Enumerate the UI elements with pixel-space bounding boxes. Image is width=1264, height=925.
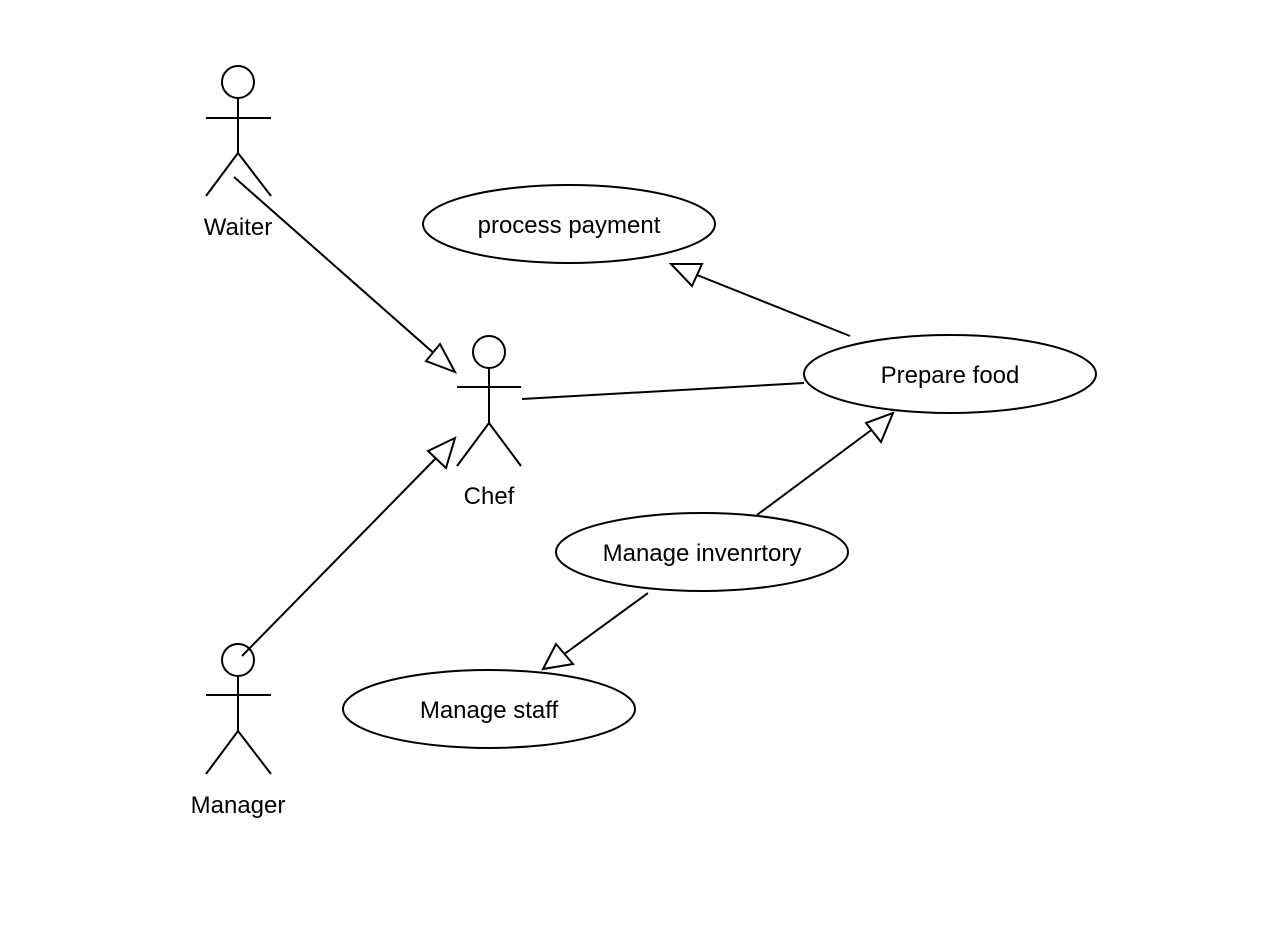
relation-manager-chef-line [241, 454, 440, 657]
actor-waiter-label: Waiter [204, 214, 272, 241]
relation-waiter-chef[interactable] [233, 176, 458, 374]
relation-manage-inventory-manage-staff-arrowhead [541, 642, 575, 671]
usecase-manage-inventory-ellipse [555, 512, 849, 592]
relation-manage-inventory-manage-staff[interactable] [541, 592, 649, 671]
actor-chef-head [472, 335, 506, 369]
relation-manage-inventory-prepare-food-arrowhead [864, 411, 895, 444]
relation-manager-chef[interactable] [241, 436, 457, 657]
relation-manage-inventory-prepare-food-line [756, 427, 875, 516]
actor-waiter-left-leg [205, 152, 239, 197]
relation-prepare-food-process-payment-arrowhead [668, 263, 704, 288]
usecase-prepare-food[interactable]: Prepare food [803, 334, 1097, 414]
relation-chef-prepare-food-line [521, 382, 805, 400]
actor-chef-right-leg [488, 422, 522, 467]
usecase-process-payment[interactable]: process payment [422, 184, 716, 264]
usecase-prepare-food-label: Prepare food [881, 362, 1020, 389]
actor-manager[interactable]: Manager [191, 643, 286, 819]
relation-manage-inventory-manage-staff-line [562, 592, 649, 656]
actor-waiter-head [221, 65, 255, 99]
relation-prepare-food-process-payment-line [691, 272, 851, 337]
usecase-process-payment-ellipse [422, 184, 716, 264]
usecase-process-payment-label: process payment [478, 212, 661, 239]
usecase-manage-staff-ellipse [342, 669, 636, 749]
actor-manager-left-leg [205, 730, 239, 775]
relation-manager-chef-arrowhead [426, 436, 457, 470]
actor-chef[interactable]: Chef [456, 335, 522, 510]
actor-waiter[interactable]: Waiter [204, 65, 272, 241]
usecase-prepare-food-ellipse [803, 334, 1097, 414]
relation-prepare-food-process-payment[interactable] [668, 263, 851, 337]
actor-chef-label: Chef [464, 483, 515, 510]
relation-chef-prepare-food[interactable] [521, 382, 805, 400]
actor-manager-right-leg [237, 730, 272, 775]
usecase-manage-staff[interactable]: Manage staff [342, 669, 636, 749]
usecase-manage-inventory-label: Manage invenrtory [603, 540, 802, 567]
relation-waiter-chef-line [233, 176, 438, 357]
relation-waiter-chef-arrowhead [424, 342, 458, 374]
actor-manager-label: Manager [191, 792, 286, 819]
actor-chef-left-leg [456, 422, 490, 467]
relation-manage-inventory-prepare-food[interactable] [756, 411, 895, 516]
actor-waiter-right-leg [237, 152, 272, 197]
usecase-manage-inventory[interactable]: Manage invenrtory [555, 512, 849, 592]
usecase-manage-staff-label: Manage staff [420, 697, 559, 724]
